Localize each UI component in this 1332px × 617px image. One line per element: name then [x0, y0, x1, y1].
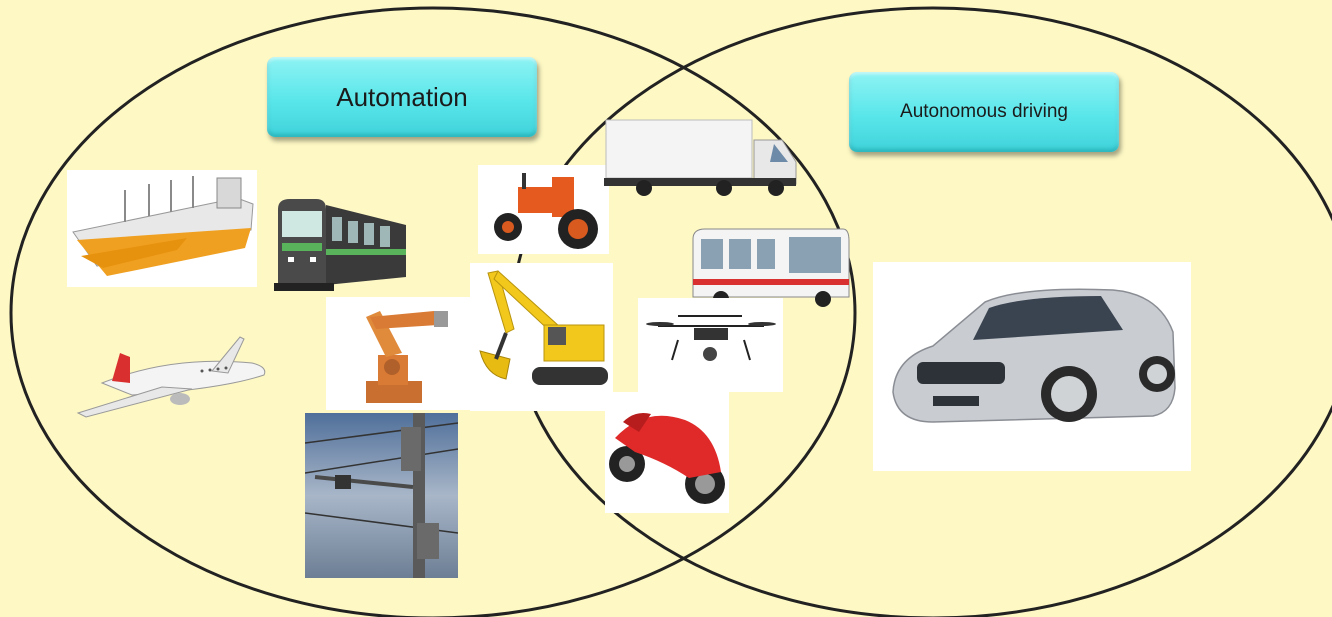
autonomous-driving-label: Autonomous driving [849, 72, 1119, 152]
motorcycle-icon [605, 392, 729, 513]
drone-icon [638, 298, 783, 392]
automation-label: Automation [267, 57, 537, 137]
truck-icon [604, 118, 799, 198]
automation-circle [9, 6, 857, 617]
excavator-icon [470, 263, 613, 411]
bus-icon [689, 225, 851, 308]
car-icon [873, 262, 1191, 471]
train-icon [270, 195, 408, 298]
automation-label-text: Automation [336, 81, 468, 112]
tractor-icon [478, 165, 609, 254]
autonomous-driving-label-text: Autonomous driving [900, 101, 1068, 122]
traffic-signal-pole-icon [305, 413, 458, 578]
cargo-ship-icon [67, 170, 257, 287]
airplane-icon [72, 333, 272, 418]
robot-arm-icon [326, 297, 486, 410]
